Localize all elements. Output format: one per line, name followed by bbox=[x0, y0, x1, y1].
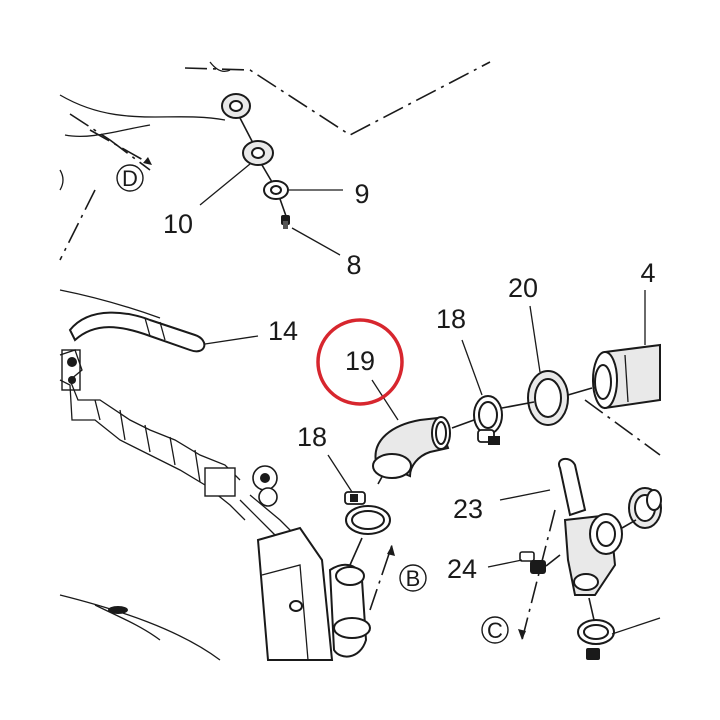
label-part-14: 14 bbox=[268, 316, 298, 346]
part-10-grommet-upper bbox=[221, 93, 251, 119]
label-part-23: 23 bbox=[453, 494, 483, 524]
label-part-20: 20 bbox=[508, 273, 538, 303]
part-20-ring bbox=[527, 370, 569, 426]
label-part-8: 8 bbox=[346, 250, 361, 280]
view-b-label: B bbox=[406, 566, 421, 591]
view-c-label: C bbox=[487, 618, 503, 643]
part-4-pipe bbox=[592, 343, 661, 410]
frame-assembly bbox=[59, 349, 371, 661]
part-clamp-lower-right bbox=[577, 619, 615, 660]
part-23-valve bbox=[558, 457, 662, 596]
part-10-grommet bbox=[242, 140, 274, 166]
view-d-label: D bbox=[122, 166, 138, 191]
highlight-circle bbox=[316, 318, 404, 406]
label-part-19: 19 bbox=[345, 346, 375, 376]
part-14-hose bbox=[59, 289, 206, 353]
label-part-9: 9 bbox=[354, 179, 369, 209]
part-19-elbow bbox=[372, 416, 451, 479]
view-c-marker: C bbox=[481, 509, 556, 644]
part-8-screw bbox=[281, 215, 290, 229]
view-b-marker: B bbox=[369, 544, 427, 611]
label-part-24: 24 bbox=[447, 554, 477, 584]
part-18-clamp-right bbox=[473, 395, 503, 445]
part-9-washer bbox=[263, 180, 289, 200]
reference-outline-top bbox=[59, 61, 491, 261]
label-part-4: 4 bbox=[640, 258, 655, 288]
label-part-10: 10 bbox=[163, 209, 193, 239]
view-d-marker: D bbox=[89, 129, 153, 192]
label-part-18-right: 18 bbox=[436, 304, 466, 334]
part-18-clamp-left bbox=[344, 491, 391, 535]
label-part-18-left: 18 bbox=[297, 422, 327, 452]
